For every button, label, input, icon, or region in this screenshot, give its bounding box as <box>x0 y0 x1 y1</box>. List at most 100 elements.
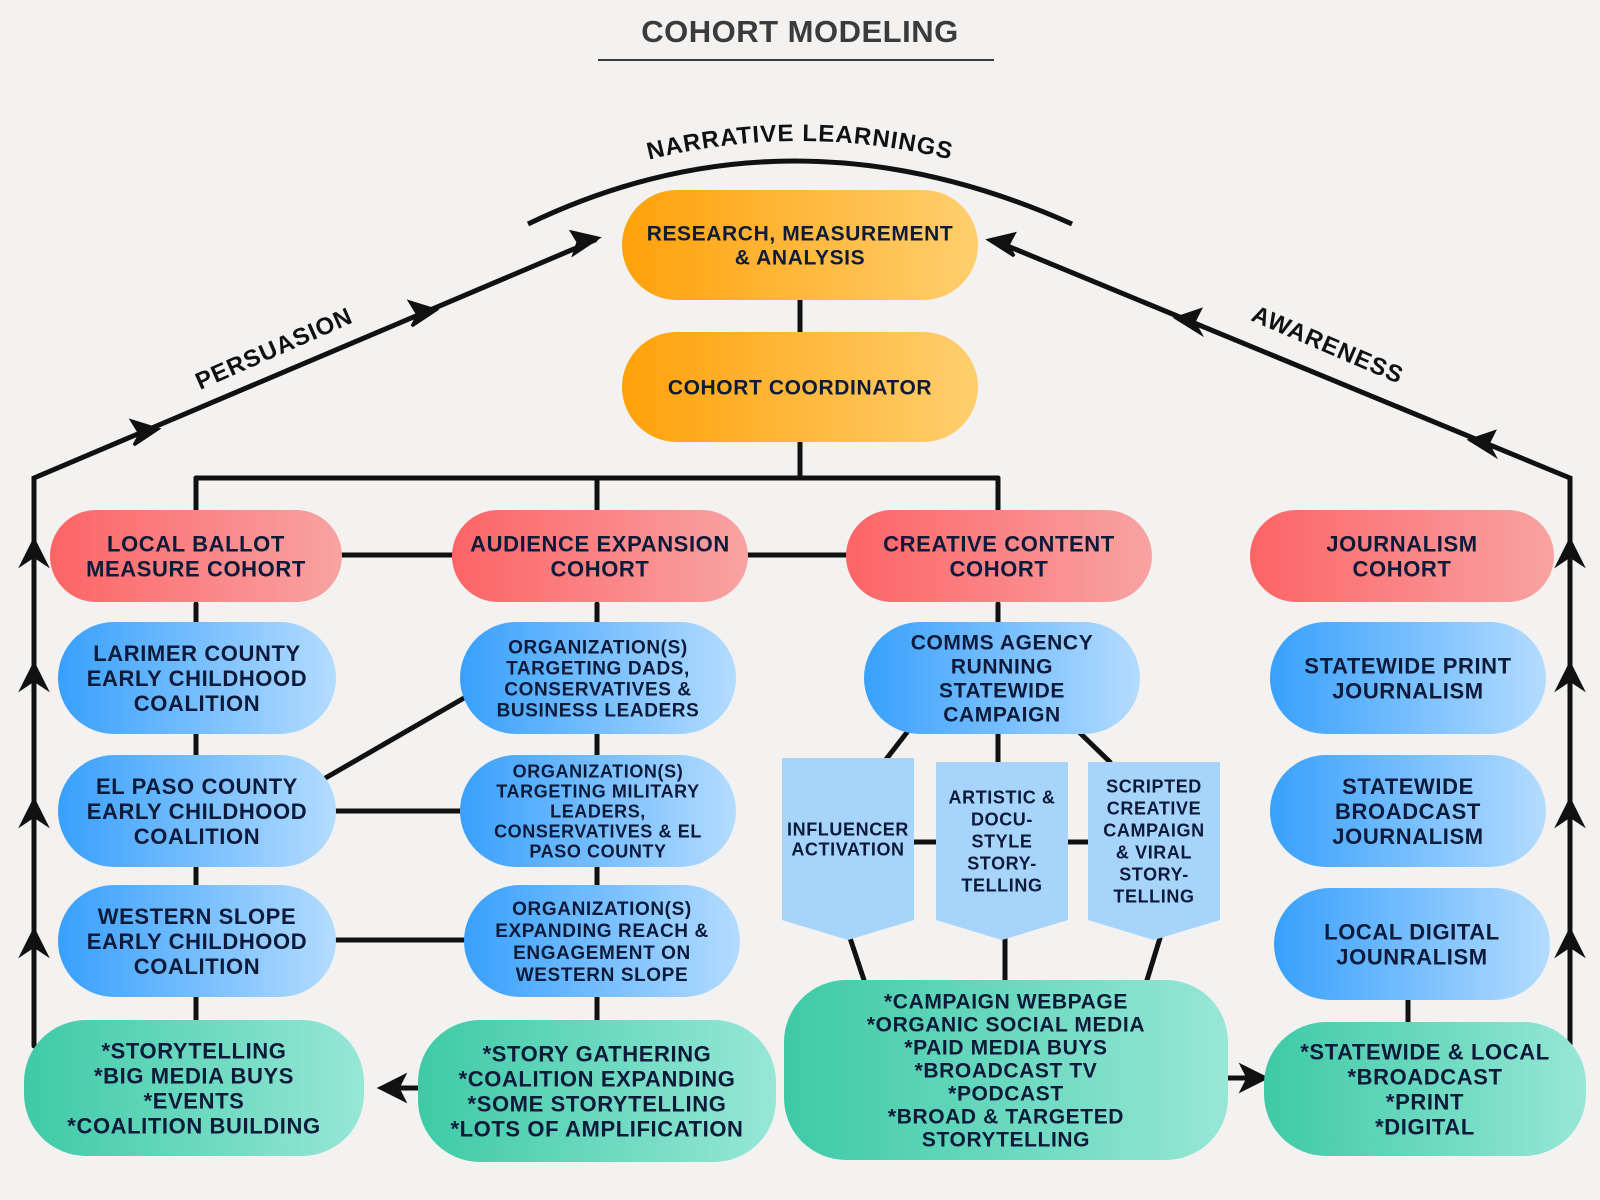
node-label-line: LARIMER COUNTY <box>93 641 301 666</box>
arrow-heads <box>18 229 1586 1104</box>
pill-shape <box>622 190 978 300</box>
node-label-line: STYLE <box>971 831 1032 851</box>
node-label-line: TELLING <box>961 875 1042 895</box>
arrow-left-icon <box>1466 429 1499 460</box>
pill-shape <box>58 885 336 997</box>
ballot-outputs: *STORYTELLING*BIG MEDIA BUYS*EVENTS*COAL… <box>24 1020 364 1156</box>
tag-shape <box>936 762 1068 940</box>
node-label-line: *STATEWIDE & LOCAL <box>1300 1039 1550 1064</box>
node-label-line: EARLY CHILDHOOD <box>87 799 307 824</box>
node-label-line: BROADCAST <box>1335 799 1481 824</box>
node-label-line: *SOME STORYTELLING <box>468 1091 727 1116</box>
narrative-learnings-arc <box>526 158 1074 227</box>
node-label-line: ARTISTIC & <box>949 787 1056 807</box>
pill-shape <box>784 980 1228 1160</box>
node-label-line: COMMS AGENCY <box>911 632 1094 655</box>
research-measurement-analysis: RESEARCH, MEASUREMENT& ANALYSIS <box>622 190 978 300</box>
node-label-line: STORY- <box>967 853 1037 873</box>
creative-outputs: *CAMPAIGN WEBPAGE*ORGANIC SOCIAL MEDIA*P… <box>784 980 1228 1160</box>
arrow-up-icon <box>1554 536 1586 569</box>
pill-shape <box>1274 888 1550 1000</box>
node-label-line: INFLUENCER <box>787 819 909 839</box>
pill-shape <box>452 510 748 602</box>
node-label-line: *PRINT <box>1386 1089 1464 1114</box>
node-label-line: ACTIVATION <box>791 839 904 859</box>
node-label-line: *CAMPAIGN WEBPAGE <box>884 991 1128 1014</box>
node-label-line: CAMPAIGN <box>1103 820 1204 840</box>
pill-shape <box>464 885 740 997</box>
node-label-line: STATEWIDE <box>939 680 1065 703</box>
node-label-line: EARLY CHILDHOOD <box>87 666 307 691</box>
node-label-line: *ORGANIC SOCIAL MEDIA <box>867 1014 1145 1037</box>
node-label-line: & VIRAL <box>1116 842 1192 862</box>
node-label-line: CAMPAIGN <box>943 704 1061 727</box>
node-label-line: COALITION <box>134 824 260 849</box>
arrow-left-icon <box>1172 307 1205 338</box>
node-label-line: COHORT <box>1353 556 1452 581</box>
pill-shape <box>1264 1022 1586 1156</box>
arrow-up-icon <box>1554 796 1586 829</box>
pill-shape <box>50 510 342 602</box>
cohort-coordinator: COHORT COORDINATOR <box>622 332 978 442</box>
node-label-line: TARGETING MILITARY <box>496 781 699 801</box>
node-label-line: WESTERN SLOPE <box>98 904 297 929</box>
node-label-line: *LOTS OF AMPLIFICATION <box>450 1116 743 1141</box>
node-label-line: STATEWIDE PRINT <box>1304 653 1511 678</box>
node-label-line: CONSERVATIVES & <box>504 679 691 700</box>
node-label-line: ORGANIZATION(S) <box>513 761 684 781</box>
node-label-line: ENGAGEMENT ON <box>513 943 691 964</box>
node-label-line: *DIGITAL <box>1375 1114 1475 1139</box>
node-label-line: EXPANDING REACH & <box>495 921 709 942</box>
node-label-line: *BROADCAST <box>1347 1064 1502 1089</box>
node-label-line: TELLING <box>1113 886 1194 906</box>
pill-shape <box>846 510 1152 602</box>
tag-shape <box>782 758 914 940</box>
audience-outputs: *STORY GATHERING*COALITION EXPANDING*SOM… <box>418 1020 776 1162</box>
node-label-line: LOCAL BALLOT <box>107 531 285 556</box>
node-label-line: LEADERS, <box>550 801 646 821</box>
org-targeting-dads: ORGANIZATION(S)TARGETING DADS,CONSERVATI… <box>460 622 736 734</box>
node-label-line: COHORT <box>551 556 650 581</box>
node-label-line: *STORYTELLING <box>101 1038 286 1063</box>
arrow-right-icon <box>568 229 602 258</box>
node-label-line: CREATIVE <box>1107 798 1201 818</box>
node-label-line: AUDIENCE EXPANSION <box>470 531 730 556</box>
pill-shape <box>24 1020 364 1156</box>
node-label-line: STORYTELLING <box>922 1129 1090 1152</box>
arrow-up-icon <box>1554 660 1586 693</box>
tag-shape <box>1088 762 1220 940</box>
node-label-line: EL PASO COUNTY <box>96 774 298 799</box>
node-label-line: *BROADCAST TV <box>915 1060 1098 1083</box>
node-label-line: *BIG MEDIA BUYS <box>94 1063 294 1088</box>
node-label-line: COHORT <box>950 556 1049 581</box>
node-label-line: RESEARCH, MEASUREMENT <box>647 223 954 246</box>
node-label-line: JOURNALISM <box>1332 678 1483 703</box>
arrow-right-icon <box>128 418 162 447</box>
arrow-up-icon <box>18 536 50 569</box>
node-label-line: MEASURE COHORT <box>86 556 306 581</box>
node-label-line: *PAID MEDIA BUYS <box>904 1037 1107 1060</box>
arrow-up-icon <box>18 660 50 693</box>
pill-shape <box>460 622 736 734</box>
pill-shape <box>622 332 978 442</box>
node-label-line: LOCAL DIGITAL <box>1324 919 1500 944</box>
node-label-line: *BROAD & TARGETED <box>888 1106 1124 1129</box>
pill-shape <box>864 622 1140 734</box>
node-label-line: *STORY GATHERING <box>483 1041 712 1066</box>
node-label-line: ORGANIZATION(S) <box>508 637 688 658</box>
node-label-line: COALITION <box>134 691 260 716</box>
node-label-line: JOURNALISM <box>1326 531 1477 556</box>
pill-shape <box>58 622 336 734</box>
